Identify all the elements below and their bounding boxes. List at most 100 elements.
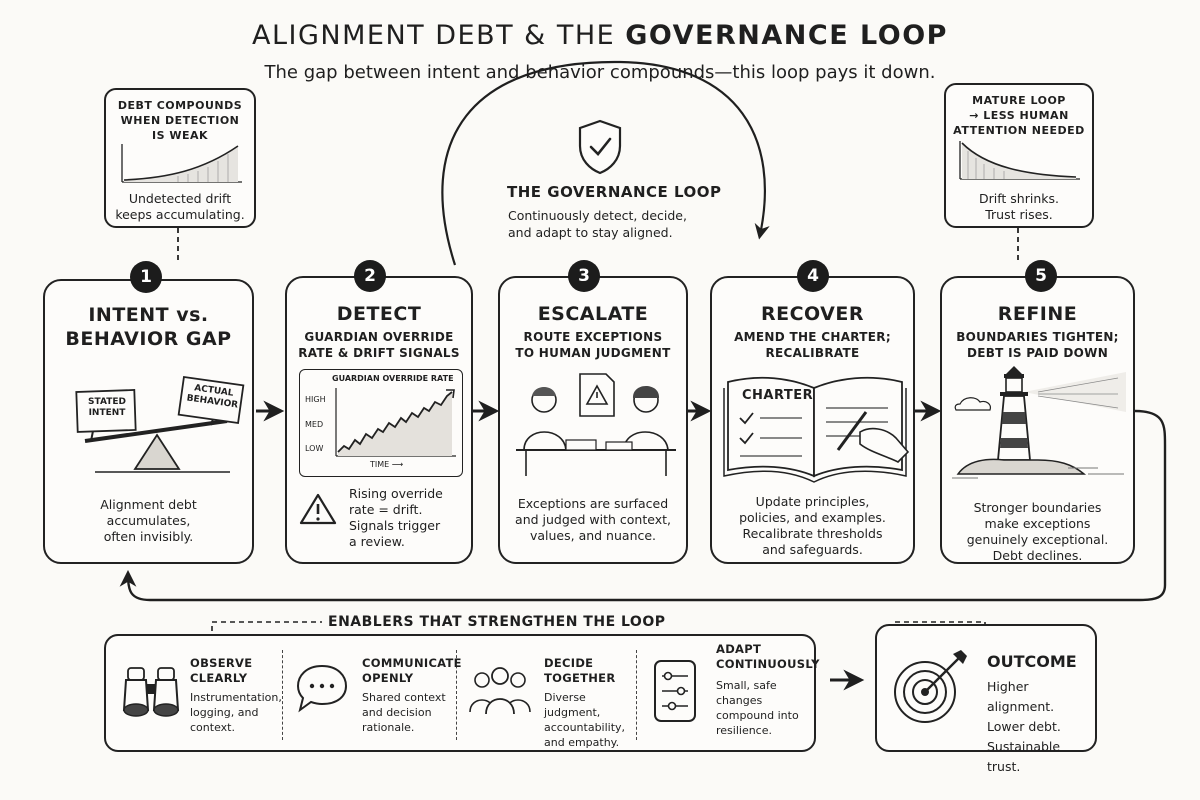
- enabler-observe-desc-3: context.: [190, 721, 235, 734]
- stage-3-desc-1: Exceptions are surfaced: [517, 496, 669, 511]
- callout-mature-loop: MATURE LOOP → LESS HUMAN ATTENTION NEEDE…: [944, 83, 1094, 228]
- enabler-decide-desc-3: and empathy.: [544, 736, 620, 749]
- title-bold: GOVERNANCE LOOP: [625, 20, 948, 51]
- enabler-observe-desc-2: logging, and: [190, 706, 259, 719]
- stage-2-sub-2: RATE & DRIFT SIGNALS: [298, 346, 460, 360]
- governance-loop-title: THE GOVERNANCE LOOP: [507, 183, 722, 201]
- outcome-line-2: Lower debt.: [987, 719, 1061, 734]
- lighthouse-icon: [952, 366, 1126, 479]
- people-group-icon: [469, 667, 531, 715]
- stated-intent-label-2: INTENT: [88, 408, 126, 418]
- enablers-header: ENABLERS THAT STRENGTHEN THE LOOP: [322, 614, 672, 630]
- warning-triangle-icon: [299, 493, 337, 525]
- stage-5-sub-2: DEBT IS PAID DOWN: [966, 346, 1109, 360]
- callout-right-desc-2: Trust rises.: [985, 207, 1053, 222]
- stage-1-intent-behavior-gap: INTENT vs. BEHAVIOR GAP STATED INTENT AC…: [43, 279, 254, 564]
- stage-4-desc-1: Update principles,: [755, 494, 870, 509]
- stage-2-number: 2: [354, 260, 386, 292]
- target-icon: [894, 650, 967, 723]
- stage-5-title: REFINE: [997, 303, 1078, 325]
- callout-left-desc-1: Undetected drift: [128, 191, 232, 206]
- declining-drift-curve-icon: [959, 141, 1080, 180]
- override-rate-line: [335, 388, 456, 457]
- stage-4-desc-3: Recalibrate thresholds: [742, 526, 883, 541]
- stage-4-recover: RECOVER AMEND THE CHARTER; RECALIBRATE C…: [710, 276, 915, 564]
- governance-loop-desc: Continuously detect, decide, and adapt t…: [508, 207, 687, 241]
- binoculars-icon: [122, 667, 180, 717]
- callout-left-title-3: IS WEAK: [151, 129, 209, 142]
- enabler-decide: DECIDE TOGETHER Diverse judgment, accoun…: [544, 656, 636, 750]
- enabler-communicate-desc-1: Shared context: [362, 691, 446, 704]
- stage-3-title: ESCALATE: [537, 303, 649, 325]
- stage-3-desc-3: values, and nuance.: [529, 528, 657, 543]
- enabler-decide-desc-2: accountability,: [544, 721, 626, 734]
- enabler-adapt-desc-2: compound into: [716, 709, 799, 722]
- rising-debt-curve-icon: [121, 144, 242, 183]
- callout-right-title-1: MATURE LOOP: [972, 94, 1066, 107]
- stage-1-desc-1: Alignment debt: [100, 497, 197, 512]
- stage-2-desc-2: rate = drift.: [349, 502, 423, 517]
- people-discussing-icon: [516, 373, 676, 476]
- enabler-communicate-title-1: COMMUNICATE: [362, 656, 462, 670]
- enabler-adapt-title-1: ADAPT: [716, 642, 762, 656]
- stage-4-desc-2: policies, and examples.: [739, 510, 886, 525]
- stage-1-desc-3: often invisibly.: [103, 529, 194, 544]
- stage-3-sub-2: TO HUMAN JUDGMENT: [515, 346, 671, 360]
- stage-4-title: RECOVER: [760, 303, 864, 325]
- page-subtitle: The gap between intent and behavior comp…: [264, 62, 936, 83]
- stage-3-escalate: ESCALATE ROUTE EXCEPTIONS TO HUMAN JUDGM…: [498, 276, 688, 564]
- stage-5-sub-1: BOUNDARIES TIGHTEN;: [956, 330, 1119, 344]
- title-plain: ALIGNMENT DEBT & THE: [252, 20, 626, 51]
- outcome-line-1: Higher alignment.: [987, 679, 1055, 714]
- stage-2-sub-1: GUARDIAN OVERRIDE: [304, 330, 454, 344]
- governance-loop-desc-1: Continuously detect, decide,: [508, 208, 687, 223]
- enabler-communicate: COMMUNICATE OPENLY Shared context and de…: [362, 656, 462, 735]
- enabler-observe-title-2: CLEARLY: [190, 671, 248, 685]
- enabler-adapt-title-2: CONTINUOUSLY: [716, 657, 820, 671]
- callout-left-title-2: WHEN DETECTION: [120, 114, 240, 127]
- outcome-panel: OUTCOME Higher alignment. Lower debt. Su…: [875, 624, 1097, 774]
- stage-1-title-2: BEHAVIOR GAP: [65, 328, 232, 350]
- outcome-text: OUTCOME Higher alignment. Lower debt. Su…: [987, 652, 1095, 777]
- feedback-loop-arrow: [119, 409, 1167, 602]
- stage-1-desc-2: accumulates,: [106, 513, 191, 528]
- open-charter-book-icon: [723, 376, 910, 483]
- stage-1-number: 1: [130, 261, 162, 293]
- charter-label: CHARTER: [742, 388, 814, 403]
- callout-right-title-3: ATTENTION NEEDED: [953, 124, 1085, 137]
- stage-4-desc-4: and safeguards.: [762, 542, 863, 557]
- shield-check-icon: [578, 119, 622, 175]
- stage-2-desc-3: Signals trigger: [349, 518, 441, 533]
- x-label-time: TIME ⟶: [370, 460, 404, 469]
- enabler-adapt-desc-1: Small, safe changes: [716, 679, 777, 707]
- stage-2-desc-1: Rising override: [349, 486, 443, 501]
- governance-loop-arc: [441, 60, 770, 266]
- y-label-med: MED: [305, 420, 324, 429]
- stage-5-desc-1: Stronger boundaries: [973, 500, 1102, 515]
- stage-4-sub-2: RECALIBRATE: [765, 346, 860, 360]
- enabler-observe-desc-1: Instrumentation,: [190, 691, 282, 704]
- speech-bubble-icon: [296, 664, 348, 713]
- enabler-decide-title-2: TOGETHER: [544, 671, 616, 685]
- page-title: ALIGNMENT DEBT & THE GOVERNANCE LOOP: [0, 20, 1200, 51]
- enabler-decide-desc-1: Diverse judgment,: [544, 691, 601, 719]
- callout-right-title-2: → LESS HUMAN: [969, 109, 1069, 122]
- callout-left-desc-2: keeps accumulating.: [115, 207, 245, 222]
- stage-5-desc-4: Debt declines.: [992, 548, 1083, 563]
- enabler-divider: [636, 650, 637, 740]
- stage-5-desc-3: genuinely exceptional.: [966, 532, 1109, 547]
- stage-2-detect: DETECT GUARDIAN OVERRIDE RATE & DRIFT SI…: [285, 276, 473, 564]
- sliders-icon: [654, 660, 696, 722]
- enabler-communicate-desc-3: rationale.: [362, 721, 415, 734]
- stated-intent-label-1: STATED: [88, 397, 126, 407]
- callout-right-desc-1: Drift shrinks.: [979, 191, 1059, 206]
- stage-4-number: 4: [797, 260, 829, 292]
- stated-intent-label: STATED INTENT: [81, 397, 133, 419]
- stage-2-title: DETECT: [336, 303, 422, 325]
- stage-3-sub-1: ROUTE EXCEPTIONS: [523, 330, 663, 344]
- stage-2-desc: Rising override rate = drift. Signals tr…: [349, 486, 469, 550]
- y-label-high: HIGH: [305, 395, 326, 404]
- callout-left-title-1: DEBT COMPOUNDS: [117, 99, 243, 112]
- stage-2-desc-4: a review.: [349, 534, 405, 549]
